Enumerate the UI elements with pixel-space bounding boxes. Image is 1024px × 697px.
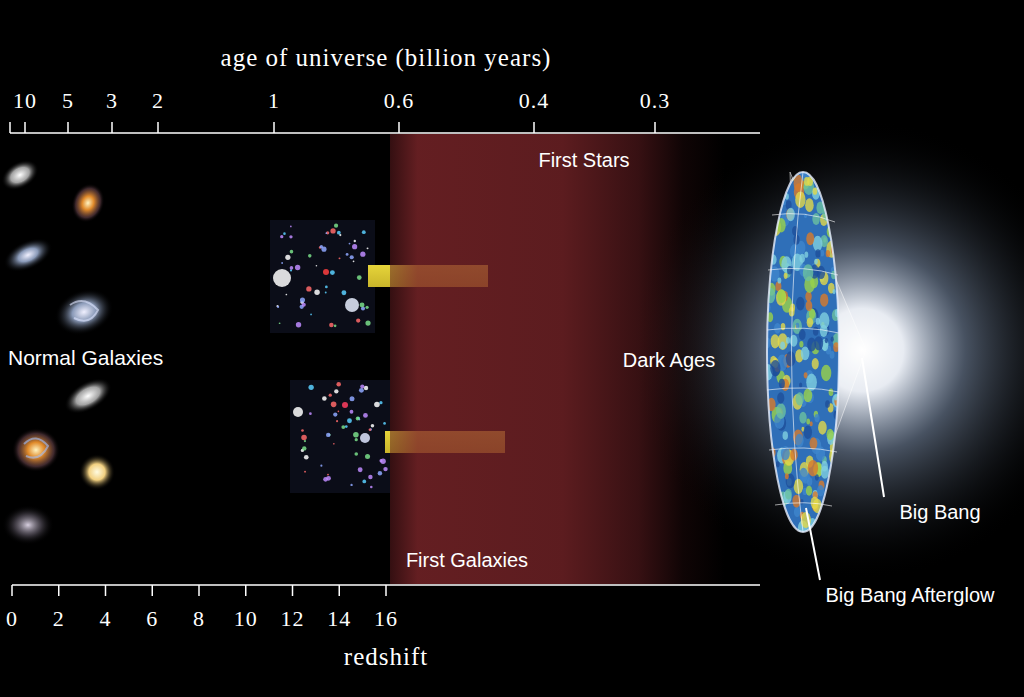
redshift-tick-label: 12 [281,606,305,631]
region-label: Normal Galaxies [8,346,163,370]
age-tick-label: 5 [62,88,74,113]
redshift-tick-label: 10 [234,606,258,631]
top-axis [10,122,760,133]
age-tick-label: 0.3 [640,88,671,113]
redshift-tick-label: 4 [100,606,112,631]
era-label: First Stars [538,149,629,172]
age-tick-label: 0.6 [384,88,415,113]
age-tick-label: 0.4 [519,88,550,113]
age-tick-label: 1 [268,88,280,113]
redshift-tick-label: 6 [146,606,158,631]
era-label: First Galaxies [406,549,528,572]
cmb-grid [767,172,839,532]
leader-line [806,508,820,580]
era-label: Dark Ages [623,349,715,372]
axis-title: redshift [344,643,428,672]
deep-field-image [270,220,390,493]
redshift-tick-label: 8 [193,606,205,631]
callout-label: Big Bang [899,501,980,524]
redshift-tick-label: 0 [6,606,18,631]
redshift-tick-label: 16 [374,606,398,631]
cmb-rim [767,172,839,532]
age-tick-label: 2 [152,88,164,113]
age-tick-label: 10 [13,88,37,113]
bottom-axis [12,585,760,596]
redshift-tick-label: 14 [327,606,351,631]
age-tick-label: 3 [106,88,118,113]
cmb-texture [762,166,843,536]
axis-title: age of universe (billion years) [221,44,552,73]
redshift-tick-label: 2 [53,606,65,631]
cmb-map [767,172,839,532]
era-band: First StarsDark AgesFirst Galaxies [390,134,735,584]
callout-label: Big Bang Afterglow [826,584,995,607]
leader-line [862,358,884,497]
